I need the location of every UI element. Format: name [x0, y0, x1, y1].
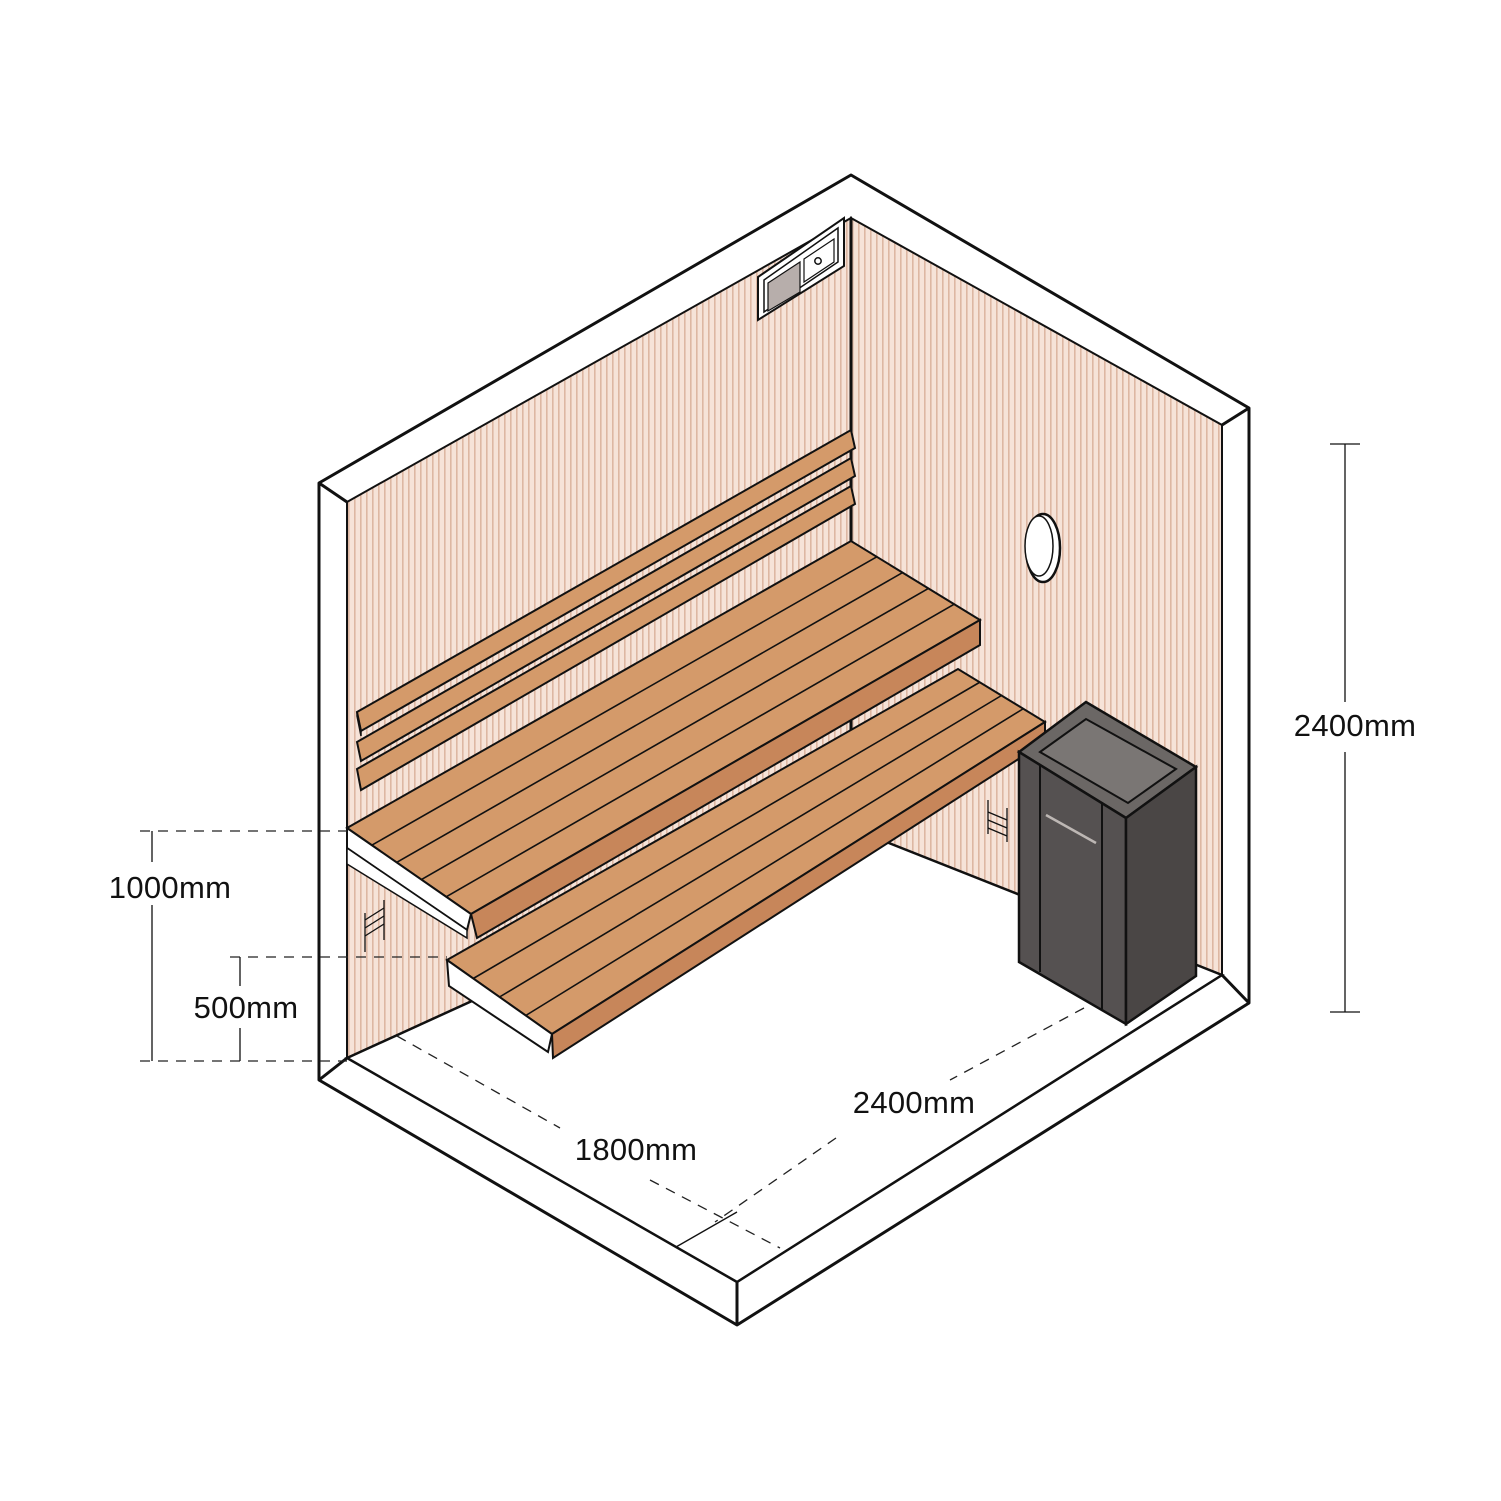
upper-bench-slat-lines: [371, 556, 955, 898]
bench-slat-line: [371, 556, 878, 846]
depth-label: 1800mm: [575, 1132, 697, 1167]
bench-slat-line: [396, 571, 903, 864]
shell-edge-bottom-right: [1220, 973, 1251, 1005]
bench-slat-line: [445, 603, 955, 898]
shell-edge-bottom-left: [318, 1056, 348, 1082]
upper-bench-height-dimension: 1000mm: [109, 830, 347, 1062]
bench-slat-line: [499, 694, 1002, 998]
height-label: 2400mm: [1294, 708, 1416, 743]
backrest: [355, 428, 857, 792]
bench-slat-line: [525, 708, 1024, 1017]
width-label: 2400mm: [853, 1085, 975, 1120]
depth-dimension: 1800mm: [396, 1035, 781, 1249]
lower-bench: [445, 667, 1047, 1060]
wall-light-icon: [1024, 512, 1062, 584]
shell-edge-top-right: [1221, 406, 1250, 427]
upper-bench: [345, 539, 982, 940]
wall-heater-left-icon: [364, 900, 385, 952]
lower-bench-height-dimension: 500mm: [194, 956, 447, 1061]
shell-edge-top-left: [318, 481, 348, 504]
air-vent-icon: [757, 216, 845, 322]
lower-bench-height-label: 500mm: [194, 990, 299, 1025]
bench-slat-line: [421, 587, 929, 881]
lower-bench-slat-lines: [472, 681, 1024, 1017]
upper-bench-height-label: 1000mm: [109, 870, 231, 905]
width-dimension: 2400mm: [714, 1007, 1085, 1223]
wall-heater-right-icon: [987, 800, 1008, 842]
bench-slat-line: [472, 681, 981, 980]
sauna-heater: [1016, 700, 1199, 1027]
height-dimension: 2400mm: [1294, 443, 1416, 1013]
